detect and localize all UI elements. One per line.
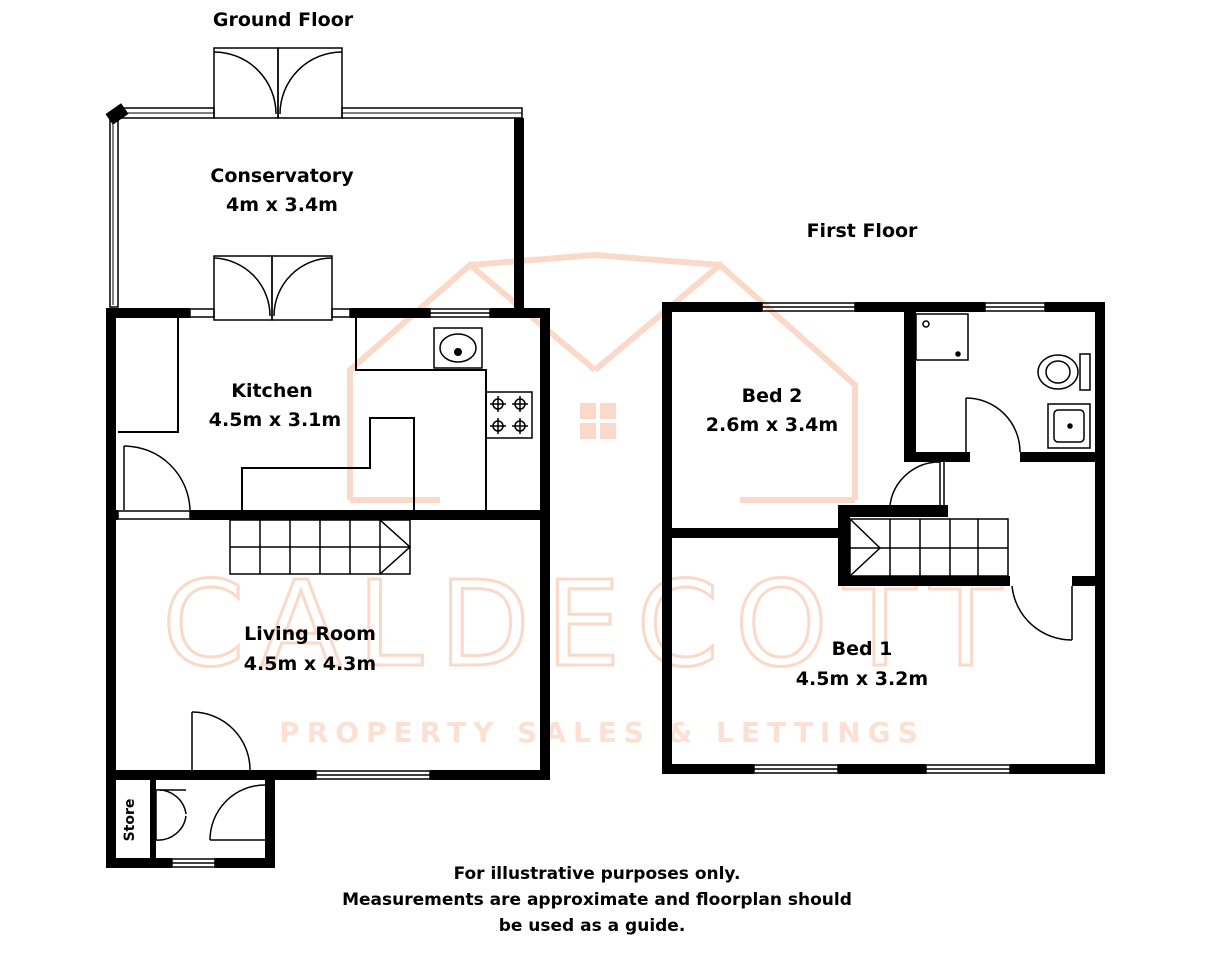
first-walls [662,302,1105,774]
conservatory-walls [105,103,524,308]
watermark-tagline: PROPERTY SALES & LETTINGS [279,716,925,749]
disclaimer-line-1: For illustrative purposes only. [454,864,741,884]
living-room-name: Living Room [244,623,376,645]
first-floor-title: First Floor [807,220,918,242]
first-floor-plan [662,302,1105,774]
disclaimer-line-3: be used as a guide. [499,916,686,936]
bed2-size: 2.6m x 3.4m [706,414,838,436]
porch-doors [155,784,266,841]
bed2-door [889,461,945,506]
ground-walls [106,308,550,868]
ground-stairs [229,519,412,575]
kitchen-fittings [118,318,533,510]
bed1-name: Bed 1 [832,638,893,660]
conservatory-size: 4m x 3.4m [226,194,338,216]
disclaimer-line-2: Measurements are approximate and floorpl… [342,890,852,910]
kitchen-size: 4.5m x 3.1m [209,409,341,431]
bed1-size: 4.5m x 3.2m [796,668,928,690]
first-stairs [849,518,1009,577]
watermark-window-icon [580,403,616,439]
conservatory-french-doors [213,47,343,119]
living-room-door [191,711,251,771]
conservatory-name: Conservatory [210,165,354,187]
first-windows [753,302,1046,774]
bathroom-fittings [915,313,1091,453]
ground-floor-title: Ground Floor [213,9,354,31]
bed2-name: Bed 2 [742,385,803,407]
kitchen-door [117,445,191,520]
kitchen-french-doors [213,255,333,321]
watermark-house-logo [347,251,858,503]
kitchen-name: Kitchen [231,380,313,402]
living-room-size: 4.5m x 4.3m [244,653,376,675]
ground-floor-plan [105,47,550,868]
bed1-door [1011,585,1073,641]
store-label: Store [122,799,138,842]
